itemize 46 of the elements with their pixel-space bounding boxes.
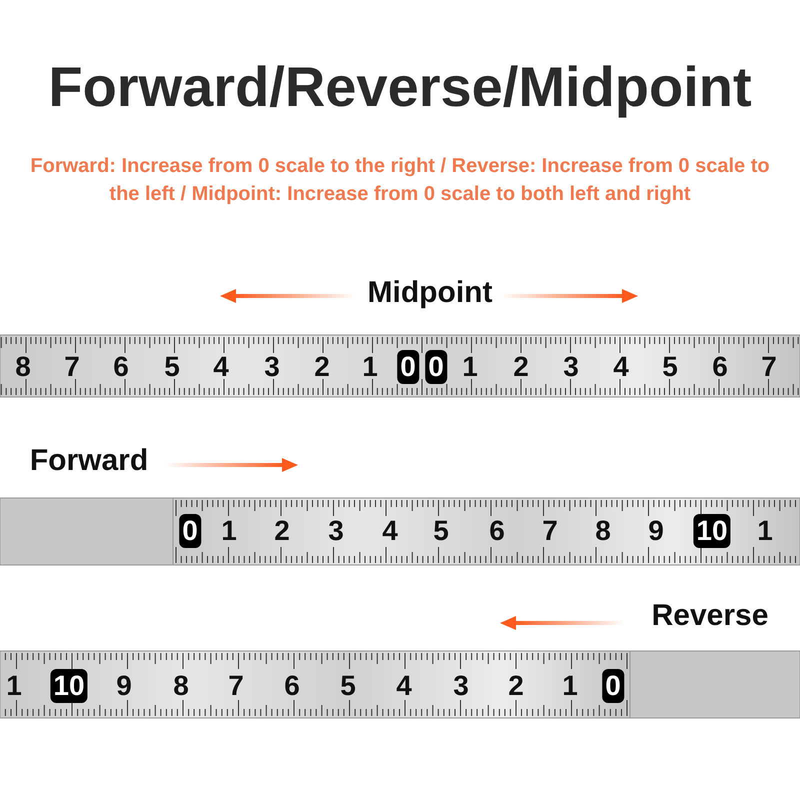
scale-number: 3 — [328, 515, 344, 547]
scale-number: 3 — [453, 670, 469, 702]
scale-number: 3 — [563, 351, 579, 383]
zero-marker: 10 — [693, 514, 731, 548]
scale-number: 2 — [508, 670, 524, 702]
scale-number: 6 — [712, 351, 728, 383]
scale-number: 4 — [382, 515, 398, 547]
scale-number: 1 — [757, 515, 773, 547]
scale-number: 3 — [264, 351, 280, 383]
scale-number: 2 — [513, 351, 529, 383]
title: Forward/Reverse/Midpoint — [47, 54, 753, 120]
scale-number: 5 — [340, 670, 356, 702]
mode-label: Forward — [30, 444, 148, 478]
scale-number: 6 — [284, 670, 300, 702]
scale-number: 1 — [221, 515, 237, 547]
scale-number: 4 — [396, 670, 412, 702]
scale-number: 1 — [362, 351, 378, 383]
scale-number: 5 — [662, 351, 678, 383]
scale-number: 1 — [6, 670, 22, 702]
scale-number: 9 — [648, 515, 664, 547]
scale-number: 2 — [314, 351, 330, 383]
scale-number: 5 — [433, 515, 449, 547]
scale-number: 7 — [761, 351, 777, 383]
scale-number: 7 — [542, 515, 558, 547]
zero-marker: 0 — [602, 669, 624, 703]
scale-number: 7 — [64, 351, 80, 383]
scale-number: 8 — [173, 670, 189, 702]
zero-marker: 10 — [50, 669, 88, 703]
scale-number: 6 — [113, 351, 129, 383]
mode-label: Reverse — [652, 599, 768, 633]
zero-marker: 0 — [397, 350, 419, 384]
scale-number: 9 — [116, 670, 132, 702]
scale-number: 6 — [489, 515, 505, 547]
scale-number: 4 — [213, 351, 229, 383]
scale-number: 1 — [462, 351, 478, 383]
zero-marker: 0 — [179, 514, 201, 548]
scale-number: 4 — [613, 351, 629, 383]
scale-number: 7 — [228, 670, 244, 702]
scale-number: 1 — [562, 670, 578, 702]
scale-number: 8 — [15, 351, 31, 383]
scale-number: 2 — [274, 515, 290, 547]
scale-number: 5 — [164, 351, 180, 383]
mode-label: Midpoint — [368, 276, 492, 310]
subtitle: Forward: Increase from 0 scale to the right / Reverse: Increase from 0 scale to the left / Midpoint: Increase from 0 scale to both left and right — [29, 154, 771, 207]
zero-marker: 0 — [425, 350, 447, 384]
scale-number: 8 — [595, 515, 611, 547]
